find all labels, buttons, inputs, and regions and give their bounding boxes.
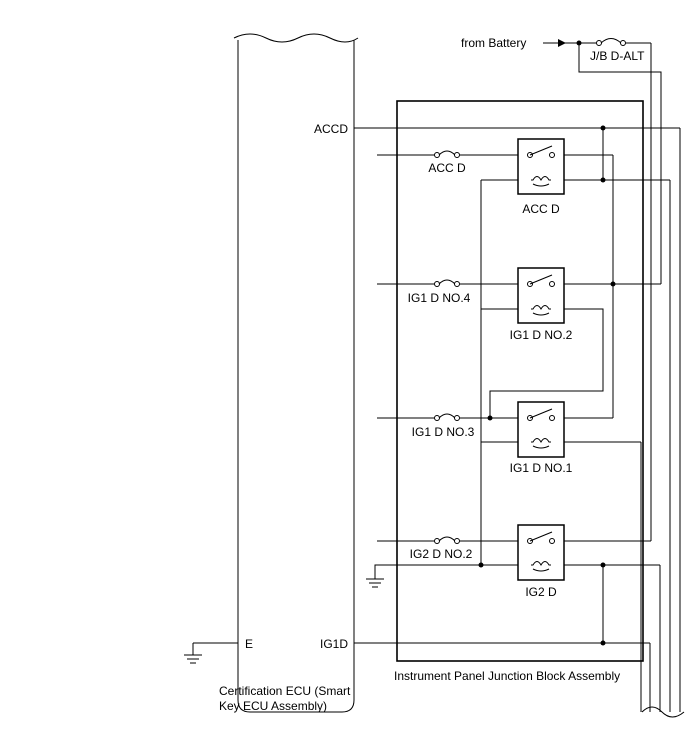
junction-block-box (396, 100, 644, 662)
fuse-label: IG1 D NO.3 (412, 425, 475, 439)
ecu-label-line2: Key ECU Assembly) (219, 699, 327, 713)
from-battery-label: from Battery (461, 36, 526, 50)
relay-ig1-d-no2 (377, 267, 661, 418)
battery-feed (543, 38, 652, 541)
junction-block-label: Instrument Panel Junction Block Assembly (394, 669, 620, 683)
ecu-label-line1: Certification ECU (Smart (219, 684, 351, 698)
ecu-body (233, 33, 359, 713)
terminal-accd-label: ACCD (314, 122, 348, 136)
relay-ig2-d (374, 524, 661, 712)
fuse-jb-d-alt-label: J/B D-ALT (590, 49, 645, 63)
terminal-ig1d-label: IG1D (320, 637, 348, 651)
relay-label: IG1 D NO.2 (510, 328, 573, 342)
terminal-e-label: E (245, 637, 253, 651)
relay-label: ACC D (522, 202, 560, 216)
fuse-label: IG1 D NO.4 (408, 291, 471, 305)
battery-line-right (651, 71, 662, 284)
fuse-label: ACC D (428, 161, 466, 175)
ground-icon (184, 642, 238, 664)
break-mark (641, 706, 685, 718)
relay-label: IG1 D NO.1 (510, 461, 573, 475)
relay-acc-d (377, 138, 671, 712)
relay-label: IG2 D (525, 585, 557, 599)
fuse-label: IG2 D NO.2 (410, 547, 473, 561)
relay-symbols (527, 145, 555, 572)
relay-ig1-d-no1 (377, 284, 642, 712)
ground-icon (366, 578, 384, 588)
fuse-symbols (434, 150, 460, 544)
